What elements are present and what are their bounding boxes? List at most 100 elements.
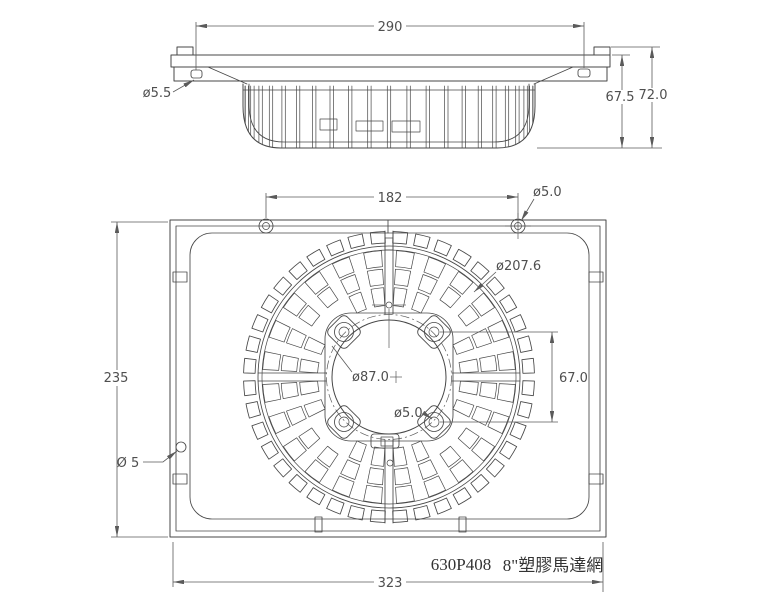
boss-outline [327,405,361,439]
leader-center-opening [331,345,353,373]
grille-cell [283,437,307,462]
grille-cell [471,292,495,317]
grille-cell [423,256,446,279]
grille-cell [449,459,474,483]
grille-cell [262,383,282,403]
grille-outer-slot [347,505,365,521]
grille-outer-slot [260,294,279,314]
hub-latch [370,433,400,449]
grille-cell [479,382,498,400]
grille-outer-slot [499,440,518,460]
grille-cell [417,459,438,480]
boss-hole [334,322,354,342]
boss-outline [327,315,361,349]
dim-text-67-0: 67.0 [559,371,588,386]
grille-outer-slot [470,261,490,281]
grille-outer-slot [306,487,326,506]
title-block: 630P408 8"塑膠馬達網 [431,555,603,575]
grille-cell [394,268,412,287]
grille-cell [298,304,321,327]
side-hole [175,441,187,453]
grille-cell [348,440,367,463]
part-number: 630P408 [431,555,491,574]
basket-hub-detail [355,120,384,132]
flange-hole-right [577,68,591,78]
spoke-hole-top [385,301,393,309]
leader-flange-hole [172,79,195,93]
grille-cell [457,427,480,450]
grille-cell [340,459,361,480]
side-view-left-tab [176,46,194,56]
grille-cell [457,304,480,327]
grille-cell [370,446,386,467]
grille-cell [332,256,355,279]
side-view-top-plate [170,54,611,68]
label-flange-hole: ø5.5 [143,86,172,101]
label-side-hole: Ø 5 [117,456,140,471]
text-mask [604,90,637,104]
side-view-right-tab [593,46,611,56]
grille-outer-slot [369,231,386,245]
grille-outer-slot [347,233,365,249]
grille-outer-slot [517,401,533,419]
bottom-post [458,516,467,533]
grille-outer-slot [288,261,308,281]
leader-side-hole [143,450,178,463]
side-clip [588,473,604,485]
grille-outer-slot [509,421,527,440]
part-name: 8"塑膠馬達網 [503,556,603,575]
mount-hole-left-inner [262,222,270,230]
grille-outer-slot [521,380,535,397]
grille-outer-slot [521,357,535,374]
grille-cell [303,336,326,355]
grille-cell [316,286,339,309]
motor-bosses [327,315,451,439]
basket-hub-detail [391,120,421,133]
label-center-opening: ø87.0 [352,370,389,385]
grille-cell [479,354,498,372]
grille-cell [411,291,430,314]
grille-cell [417,274,438,295]
grille-cell [471,405,492,426]
grille-outer-slot [245,401,261,419]
dim-text-235: 235 [104,371,129,386]
basket-hub-detail [319,118,338,131]
boss-hole-inner [428,326,440,338]
label-boss-hole: ø5.0 [394,406,423,421]
spoke-hole-bottom [386,459,394,467]
grille-cell [340,274,361,295]
dim-text-182: 182 [378,191,403,206]
grille-cell [496,383,516,403]
grille-outer-slot [433,239,452,257]
grille-cell [496,351,516,371]
grille-cell [395,250,415,270]
grille-cell [363,250,383,270]
grille-cell [316,445,339,468]
basket-outer-profile [242,83,536,149]
grille-cell [299,380,320,396]
grille-cell [452,399,475,418]
grille-outer-slot [243,357,257,374]
flange-hole-left [190,69,203,79]
leader-corner-hole [520,198,535,222]
grille-cell [262,351,282,371]
grille-cell [423,475,446,498]
grille-outer-slot [433,497,452,515]
grille-outer-slot [485,458,505,478]
grille-cell [452,336,475,355]
grille-outer-slot [251,314,269,333]
inner-panel [189,232,590,520]
grille-ring [257,245,521,509]
grille-cell [268,411,291,434]
bottom-post [314,516,323,533]
grille-outer-slot [413,505,431,521]
grille-cell [366,467,384,486]
grille-cell [458,380,479,396]
grille-outer-slot [326,239,345,257]
grille-outer-slot [509,314,527,333]
grille-cell [304,271,329,295]
grille-outer-slot [245,335,261,353]
front-view: 182 ø5.0 ø207.6 235 ø87.0 67.0 ø5.0 Ø 5 [104,185,607,592]
basket-inner-profile [248,83,530,143]
